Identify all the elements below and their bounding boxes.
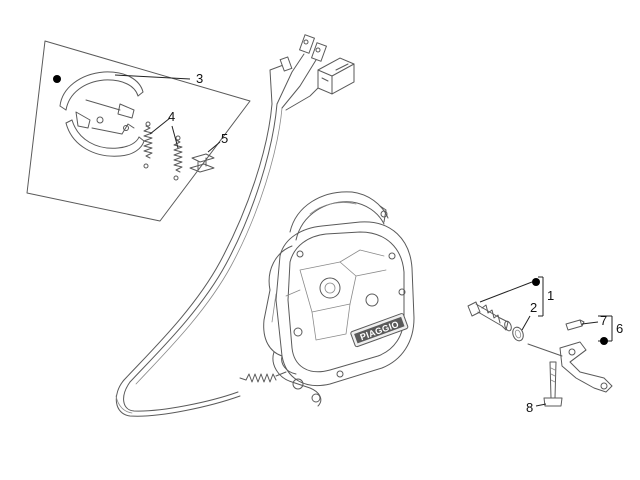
- marker-dot: [53, 75, 61, 83]
- callout-4: 4: [149, 109, 179, 149]
- brake-shoes: [59, 71, 145, 157]
- callout-label-1: 1: [547, 288, 554, 303]
- callout-3: 3: [114, 71, 203, 86]
- return-springs: [143, 121, 183, 181]
- marker-dot: [532, 278, 540, 286]
- callout-label-3: 3: [196, 71, 203, 86]
- callout-label-5: 5: [221, 131, 228, 146]
- brake-shoe-kit-frame: [26, 40, 251, 222]
- callout-5: 5: [207, 131, 228, 153]
- pin-part: [565, 319, 585, 331]
- callout-7: 7: [581, 313, 607, 328]
- harness-connectors: [279, 34, 355, 95]
- o-ring-part: [512, 326, 524, 342]
- callout-label-6: 6: [616, 321, 623, 336]
- lever-part: [527, 341, 613, 393]
- callout-label-4: 4: [168, 109, 175, 124]
- callout-2: 2: [521, 300, 537, 331]
- marker-dot: [600, 337, 608, 345]
- wiring-harness: [115, 53, 323, 417]
- callout-8: 8: [526, 400, 547, 415]
- callout-label-7: 7: [600, 313, 607, 328]
- callout-1: 1: [479, 276, 554, 317]
- engine-cover-assembly: PIAGGIO: [239, 191, 415, 407]
- callout-label-2: 2: [530, 300, 537, 315]
- spring-clip: [189, 153, 215, 173]
- bolt-part: [543, 361, 563, 407]
- callout-label-8: 8: [526, 400, 533, 415]
- shaft-part: [467, 301, 512, 332]
- marker-dots: [53, 75, 608, 345]
